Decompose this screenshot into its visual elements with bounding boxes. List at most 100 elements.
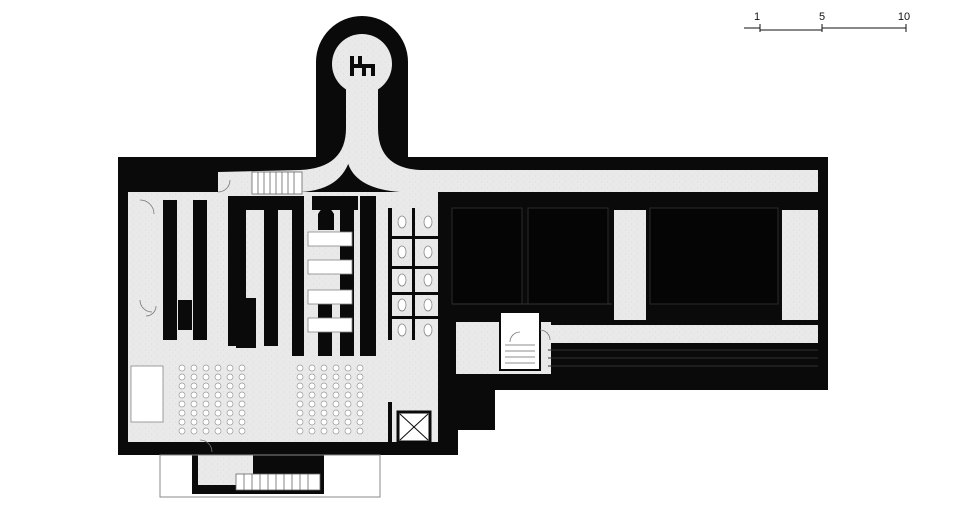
scale-bar: 1 5 10 [744, 11, 910, 32]
seat [320, 427, 328, 435]
seat [344, 364, 352, 372]
seat [202, 400, 210, 408]
seat [344, 373, 352, 381]
furniture-tables [130, 231, 353, 423]
seat [190, 400, 198, 408]
seat [344, 391, 352, 399]
seat [238, 364, 246, 372]
seat [238, 382, 246, 390]
seat [308, 400, 316, 408]
seat [356, 409, 364, 417]
seat [190, 418, 198, 426]
seat [178, 400, 186, 408]
seat [308, 382, 316, 390]
storage-rooms [451, 207, 818, 367]
scale-label-5: 5 [819, 11, 825, 23]
seat [178, 382, 186, 390]
seat [332, 382, 340, 390]
seat [214, 382, 222, 390]
seat [202, 382, 210, 390]
seat [178, 427, 186, 435]
seat [178, 409, 186, 417]
seat [296, 373, 304, 381]
seat [178, 373, 186, 381]
seat [226, 427, 234, 435]
seat [190, 391, 198, 399]
seat [308, 409, 316, 417]
interior-walls [163, 196, 438, 444]
seat [320, 373, 328, 381]
seat [344, 382, 352, 390]
seat [190, 409, 198, 417]
seat [356, 364, 364, 372]
seat [308, 418, 316, 426]
seat [332, 418, 340, 426]
seat [214, 427, 222, 435]
seat [308, 427, 316, 435]
seat [226, 364, 234, 372]
seat [178, 418, 186, 426]
seat [214, 418, 222, 426]
seat [238, 400, 246, 408]
entrance-stair [159, 454, 381, 498]
seat [320, 418, 328, 426]
seat [296, 427, 304, 435]
seat [320, 409, 328, 417]
seat [344, 418, 352, 426]
seat [320, 400, 328, 408]
seat [214, 409, 222, 417]
seat [202, 391, 210, 399]
seat [332, 364, 340, 372]
seat [202, 364, 210, 372]
seating-grid [178, 364, 364, 435]
seat [202, 373, 210, 381]
seat [356, 391, 364, 399]
seat [238, 409, 246, 417]
seat [332, 391, 340, 399]
seat [202, 427, 210, 435]
seat [190, 364, 198, 372]
seat [238, 418, 246, 426]
seat [344, 400, 352, 408]
door-swings [139, 179, 551, 453]
seat [296, 409, 304, 417]
seat [356, 427, 364, 435]
seat [296, 382, 304, 390]
seat [238, 373, 246, 381]
seat [332, 373, 340, 381]
scale-label-10: 10 [898, 11, 910, 23]
seat [214, 364, 222, 372]
seat [356, 373, 364, 381]
seat [320, 364, 328, 372]
seat [226, 391, 234, 399]
seat [296, 391, 304, 399]
seat [214, 400, 222, 408]
seat [344, 409, 352, 417]
seat [226, 382, 234, 390]
seat [356, 400, 364, 408]
seat [214, 373, 222, 381]
seat [238, 391, 246, 399]
scale-label-1: 1 [754, 11, 760, 23]
seat [308, 364, 316, 372]
seat [320, 391, 328, 399]
service-stair [499, 311, 541, 371]
seat [308, 373, 316, 381]
seat [296, 418, 304, 426]
seat [320, 382, 328, 390]
seat [190, 427, 198, 435]
seat [296, 400, 304, 408]
seat [226, 418, 234, 426]
seat [332, 427, 340, 435]
restroom-fixtures [397, 215, 433, 337]
seat [356, 382, 364, 390]
seat [190, 373, 198, 381]
seat [308, 391, 316, 399]
seat [226, 409, 234, 417]
seat [226, 400, 234, 408]
seat [190, 382, 198, 390]
seat [332, 400, 340, 408]
seat [238, 427, 246, 435]
seat [178, 364, 186, 372]
